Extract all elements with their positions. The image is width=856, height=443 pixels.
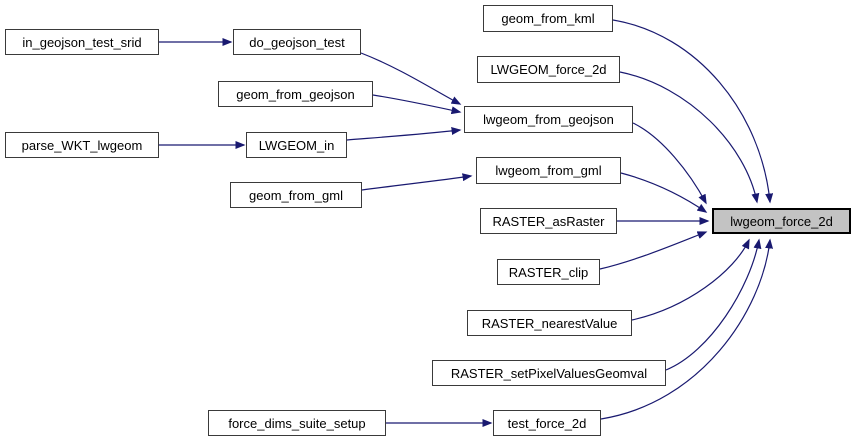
edge-RASTER_setPixelValuesGeomval--lwgeom_force_2d	[665, 238, 762, 371]
edge-RASTER_nearestValue--lwgeom_force_2d	[631, 238, 750, 321]
node-label: in_geojson_test_srid	[22, 34, 142, 50]
node-RASTER_nearestValue[interactable]: RASTER_nearestValue	[467, 310, 632, 336]
node-label: parse_WKT_lwgeom	[21, 137, 143, 153]
node-label: do_geojson_test	[249, 34, 345, 50]
edge-geom_from_gml--lwgeom_from_gml	[361, 173, 473, 191]
node-test_force_2d[interactable]: test_force_2d	[493, 410, 601, 436]
node-in_geojson_test_srid[interactable]: in_geojson_test_srid	[5, 29, 159, 55]
node-RASTER_setPixelValuesGeomval[interactable]: RASTER_setPixelValuesGeomval	[432, 360, 666, 386]
node-label: geom_from_kml	[501, 11, 595, 26]
node-geom_from_gml[interactable]: geom_from_gml	[230, 182, 362, 208]
node-RASTER_asRaster[interactable]: RASTER_asRaster	[480, 208, 617, 234]
node-LWGEOM_force_2d[interactable]: LWGEOM_force_2d	[477, 56, 620, 83]
node-label: lwgeom_from_gml	[495, 163, 602, 178]
node-label: force_dims_suite_setup	[228, 415, 366, 431]
node-LWGEOM_in[interactable]: LWGEOM_in	[246, 132, 347, 158]
node-lwgeom_from_geojson[interactable]: lwgeom_from_geojson	[464, 106, 633, 133]
node-label: LWGEOM_force_2d	[490, 62, 607, 77]
node-force_dims_suite_setup[interactable]: force_dims_suite_setup	[208, 410, 386, 436]
node-label: RASTER_nearestValue	[481, 315, 618, 331]
edge-lwgeom_from_geojson--lwgeom_force_2d	[632, 122, 707, 205]
edge-geom_from_geojson--lwgeom_from_geojson	[372, 94, 462, 115]
node-do_geojson_test[interactable]: do_geojson_test	[233, 29, 361, 55]
edge-RASTER_clip--lwgeom_force_2d	[599, 231, 708, 270]
edge-lwgeom_from_gml--lwgeom_force_2d	[620, 172, 708, 213]
node-geom_from_geojson[interactable]: geom_from_geojson	[218, 81, 373, 107]
node-label: RASTER_asRaster	[492, 213, 605, 229]
node-label: lwgeom_force_2d	[730, 213, 833, 229]
node-parse_WKT_lwgeom[interactable]: parse_WKT_lwgeom	[5, 132, 159, 158]
node-lwgeom_from_gml[interactable]: lwgeom_from_gml	[476, 157, 621, 184]
node-label: lwgeom_from_geojson	[483, 112, 614, 127]
node-RASTER_clip[interactable]: RASTER_clip	[497, 259, 600, 285]
node-label: test_force_2d	[507, 415, 587, 431]
node-lwgeom_force_2d: lwgeom_force_2d	[712, 208, 851, 234]
node-label: geom_from_gml	[249, 187, 343, 203]
node-geom_from_kml[interactable]: geom_from_kml	[483, 5, 613, 32]
edge-LWGEOM_in--lwgeom_from_geojson	[346, 126, 462, 141]
node-label: RASTER_setPixelValuesGeomval	[450, 365, 648, 381]
node-label: geom_from_geojson	[236, 86, 355, 102]
node-label: RASTER_clip	[508, 264, 589, 280]
edge-geom_from_kml--lwgeom_force_2d	[612, 19, 774, 204]
edge-LWGEOM_force_2d--lwgeom_force_2d	[619, 71, 760, 204]
edge-do_geojson_test--lwgeom_from_geojson	[360, 52, 462, 105]
node-label: LWGEOM_in	[258, 137, 335, 153]
